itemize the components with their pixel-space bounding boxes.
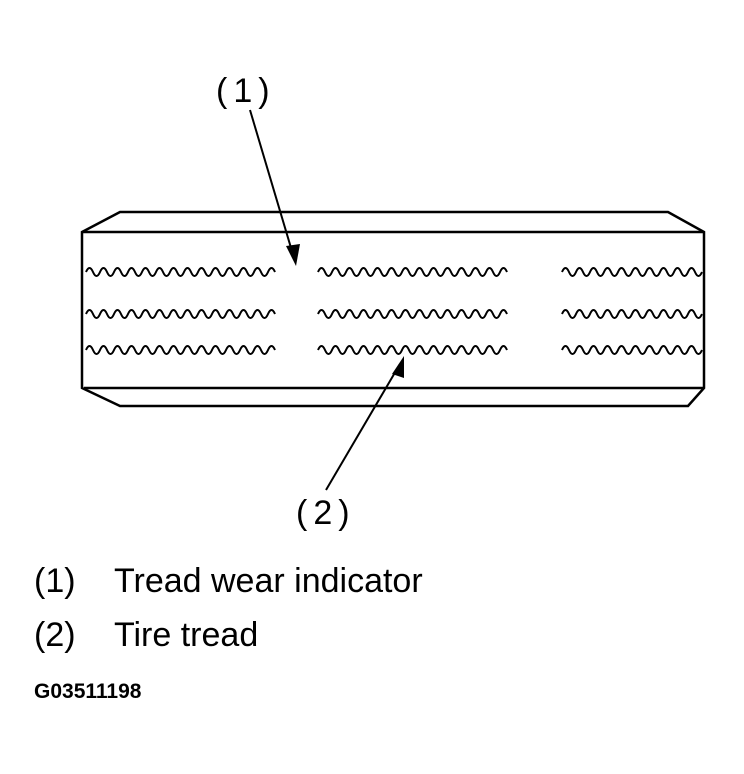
tread-groove-row2-seg1	[85, 309, 276, 319]
tread-groove-row3-seg2	[317, 345, 508, 355]
arrowhead-1	[286, 244, 300, 266]
tread-groove-row1-seg2	[317, 267, 508, 277]
legend-number: (2)	[34, 616, 76, 654]
legend-item-tread-wear-indicator: (1) Tread wear indicator	[34, 564, 423, 598]
tire-tread-diagram	[80, 109, 706, 491]
legend-label: Tread wear indicator	[114, 562, 423, 600]
legend-item-tire-tread: (2) Tire tread	[34, 618, 258, 652]
tread-groove-row1-seg1	[85, 267, 276, 277]
tread-groove-row3-seg3	[561, 345, 703, 355]
tread-groove-row2-seg2	[317, 309, 508, 319]
legend-number: (1)	[34, 562, 76, 600]
legend-label: Tire tread	[114, 616, 259, 654]
figure-id: G03511198	[34, 680, 142, 703]
callout-label-1: (1)	[216, 72, 276, 110]
tread-groove-row1-seg3	[561, 267, 703, 277]
tread-groove-row3-seg1	[85, 345, 276, 355]
leader-line-1	[249, 109, 295, 259]
tread-groove-row2-seg3	[561, 309, 703, 319]
callout-label-2: (2)	[296, 494, 356, 532]
tire-outline	[80, 210, 706, 408]
leader-line-2	[325, 363, 401, 491]
tire-tread-grooves	[85, 267, 703, 355]
arrowhead-2	[392, 356, 404, 378]
